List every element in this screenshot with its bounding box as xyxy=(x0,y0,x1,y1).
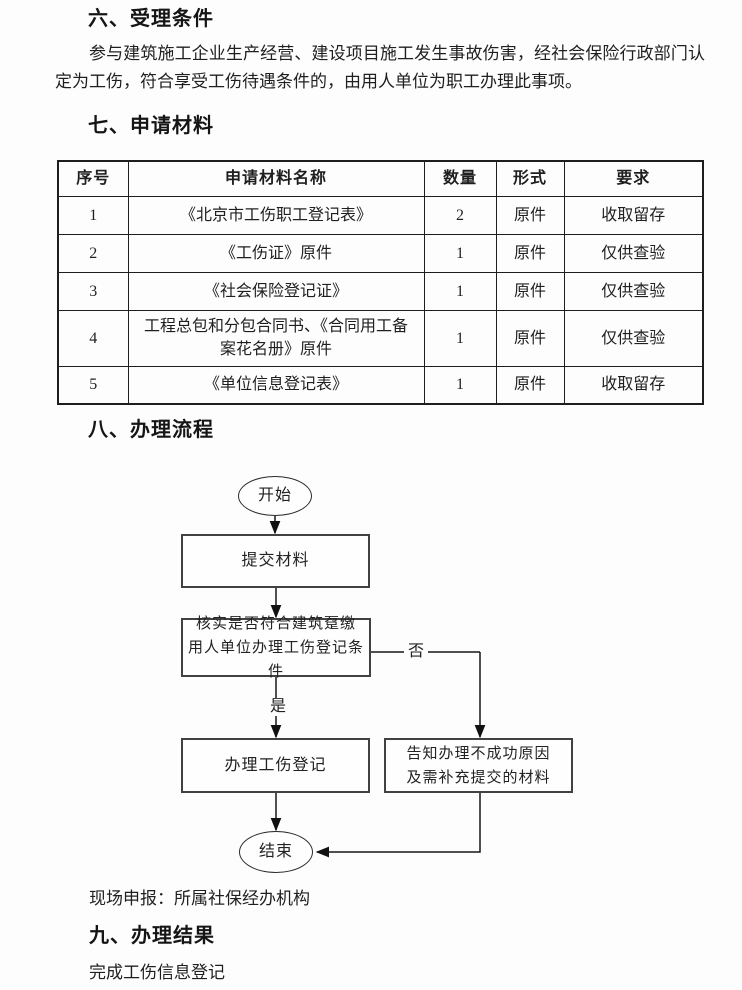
table-cell: 1 xyxy=(423,365,497,405)
table-cell: 1 xyxy=(57,195,129,235)
table-cell: 5 xyxy=(57,365,129,405)
acceptance-conditions-paragraph: 参与建筑施工企业生产经营、建设项目施工发生事故伤害，经社会保险行政部门认定为工伤… xyxy=(55,44,705,91)
flow-notify-failure-box: 告知办理不成功原因 及需补充提交的材料 xyxy=(384,738,573,793)
flowchart-connectors xyxy=(269,516,486,858)
section-heading-acceptance-conditions: 六、受理条件 xyxy=(88,8,214,30)
table-cell: 仅供查验 xyxy=(563,233,704,273)
table-cell: 1 xyxy=(423,309,497,367)
table-cell: 原件 xyxy=(495,195,565,235)
table-cell: 工程总包和分包合同书、《合同用工备案花名册》原件 xyxy=(127,309,425,367)
flow-start-node: 开始 xyxy=(238,476,312,516)
flow-branch-label-yes: 是 xyxy=(266,698,291,716)
table-cell: 1 xyxy=(423,271,497,311)
table-cell: 原件 xyxy=(495,365,565,405)
table-cell: 3 xyxy=(57,271,129,311)
table-header-row: 序号 申请材料名称 数量 形式 要求 xyxy=(57,160,704,197)
table-cell: 2 xyxy=(423,195,497,235)
flow-branch-label-no: 否 xyxy=(404,643,429,661)
table-row: 1 《北京市工伤职工登记表》 2 原件 收取留存 xyxy=(57,195,704,235)
table-cell: 《社会保险登记证》 xyxy=(127,271,425,311)
flow-end-node: 结束 xyxy=(239,831,313,873)
section-heading-process-flow: 八、办理流程 xyxy=(88,419,214,441)
table-header-cell-index: 序号 xyxy=(57,160,129,197)
table-cell: 原件 xyxy=(495,309,565,367)
section-heading-application-materials: 七、申请材料 xyxy=(88,115,214,137)
table-cell: 原件 xyxy=(495,271,565,311)
table-cell: 4 xyxy=(57,309,129,367)
table-row: 4 工程总包和分包合同书、《合同用工备案花名册》原件 1 原件 仅供查验 xyxy=(57,309,704,367)
table-header-cell-form: 形式 xyxy=(495,160,565,197)
flow-verify-conditions-box: 核实是否符合建筑趸缴 用人单位办理工伤登记条件 xyxy=(181,616,371,680)
table-cell: 1 xyxy=(423,233,497,273)
table-row: 3 《社会保险登记证》 1 原件 仅供查验 xyxy=(57,271,704,311)
table-cell: 《单位信息登记表》 xyxy=(127,365,425,405)
materials-table: 序号 申请材料名称 数量 形式 要求 1 《北京市工伤职工登记表》 2 原件 收… xyxy=(57,160,704,405)
table-cell: 《北京市工伤职工登记表》 xyxy=(127,195,425,235)
table-header-cell-material-name: 申请材料名称 xyxy=(127,160,425,197)
table-row: 5 《单位信息登记表》 1 原件 收取留存 xyxy=(57,365,704,405)
table-cell: 《工伤证》原件 xyxy=(127,233,425,273)
table-header-cell-requirement: 要求 xyxy=(563,160,704,197)
table-cell: 收取留存 xyxy=(563,365,704,405)
arrow-notify-to-end xyxy=(315,793,481,858)
flow-submit-materials-box: 提交材料 xyxy=(181,534,370,588)
process-result-text: 完成工伤信息登记 xyxy=(89,963,225,982)
onsite-declaration-note: 现场申报：所属社保经办机构 xyxy=(89,889,310,908)
table-cell: 收取留存 xyxy=(563,195,704,235)
table-header-cell-quantity: 数量 xyxy=(423,160,497,197)
section-heading-process-result: 九、办理结果 xyxy=(89,925,215,947)
table-cell: 仅供查验 xyxy=(563,271,704,311)
table-cell: 仅供查验 xyxy=(563,309,704,367)
table-cell: 2 xyxy=(57,233,129,273)
flow-register-injury-box: 办理工伤登记 xyxy=(181,738,370,793)
table-cell: 原件 xyxy=(495,233,565,273)
table-row: 2 《工伤证》原件 1 原件 仅供查验 xyxy=(57,233,704,273)
